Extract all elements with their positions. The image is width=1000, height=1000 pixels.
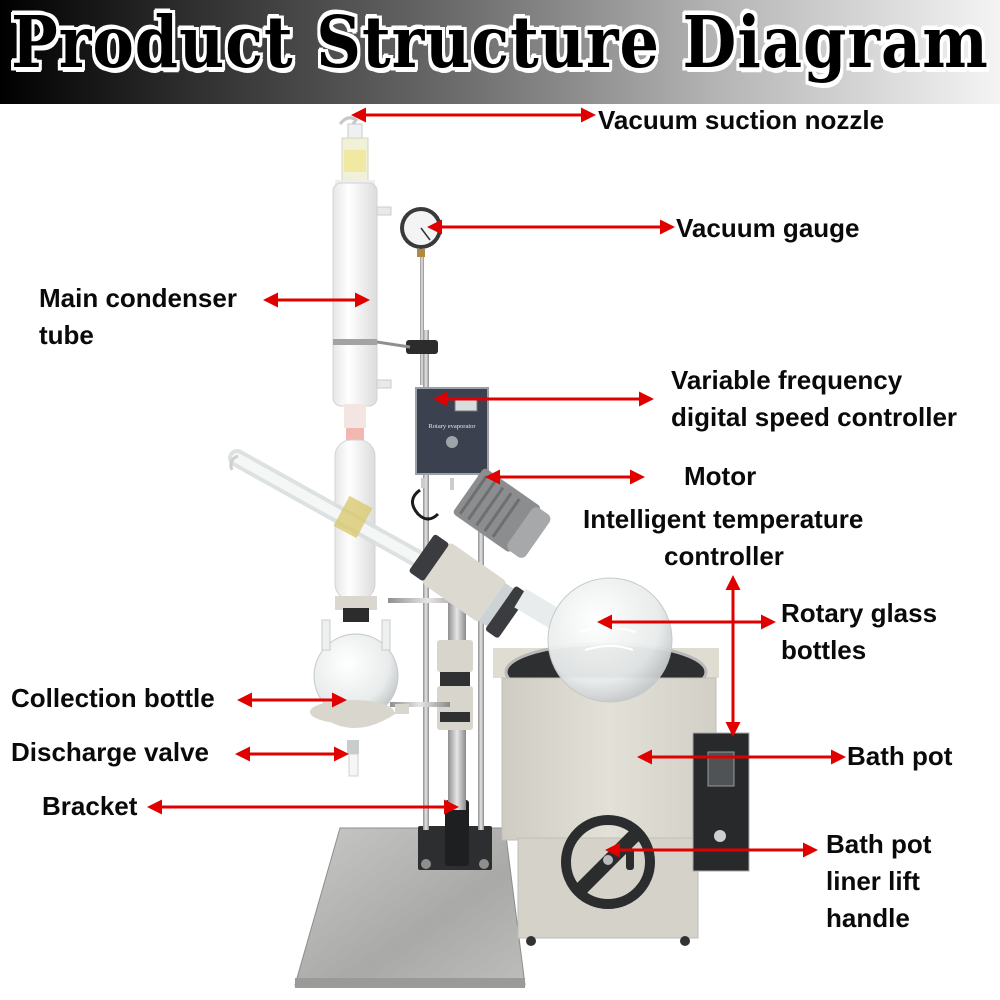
label-motor: Motor <box>684 461 757 491</box>
svg-text:Rotary evaporator: Rotary evaporator <box>428 423 476 430</box>
label-lift-handle-line3: handle <box>826 903 910 933</box>
label-discharge-valve: Discharge valve <box>11 737 210 767</box>
label-vacuum-suction-nozzle: Vacuum suction nozzle <box>598 105 885 135</box>
label-main-condenser-line2: tube <box>39 320 94 350</box>
vacuum-gauge-device <box>400 207 442 385</box>
label-temp-controller-line1: Intelligent temperature <box>583 504 864 534</box>
label-rotary-bottles-line1: Rotary glass <box>781 598 938 628</box>
label-lift-handle-line2: liner lift <box>826 866 920 896</box>
header-banner: Product Structure Diagram <box>0 0 1000 104</box>
label-speed-controller-line2: digital speed controller <box>671 402 958 432</box>
label-bracket: Bracket <box>42 791 138 821</box>
rotary-glass-bottle-device <box>514 577 673 703</box>
label-lift-handle-line1: Bath pot <box>826 829 932 859</box>
page-title: Product Structure Diagram <box>11 0 989 85</box>
label-vacuum-gauge: Vacuum gauge <box>676 213 860 243</box>
callout-arrows <box>147 107 846 858</box>
label-main-condenser-line1: Main condenser <box>39 283 237 313</box>
label-speed-controller-line1: Variable frequency <box>671 365 903 395</box>
motor-device <box>409 468 551 638</box>
label-bath-pot: Bath pot <box>847 741 953 771</box>
label-temp-controller-line2: controller <box>664 541 784 571</box>
label-collection-bottle: Collection bottle <box>11 683 215 713</box>
main-condenser-device <box>332 116 411 440</box>
label-rotary-bottles-line2: bottles <box>781 635 867 665</box>
secondary-condenser <box>228 439 429 622</box>
